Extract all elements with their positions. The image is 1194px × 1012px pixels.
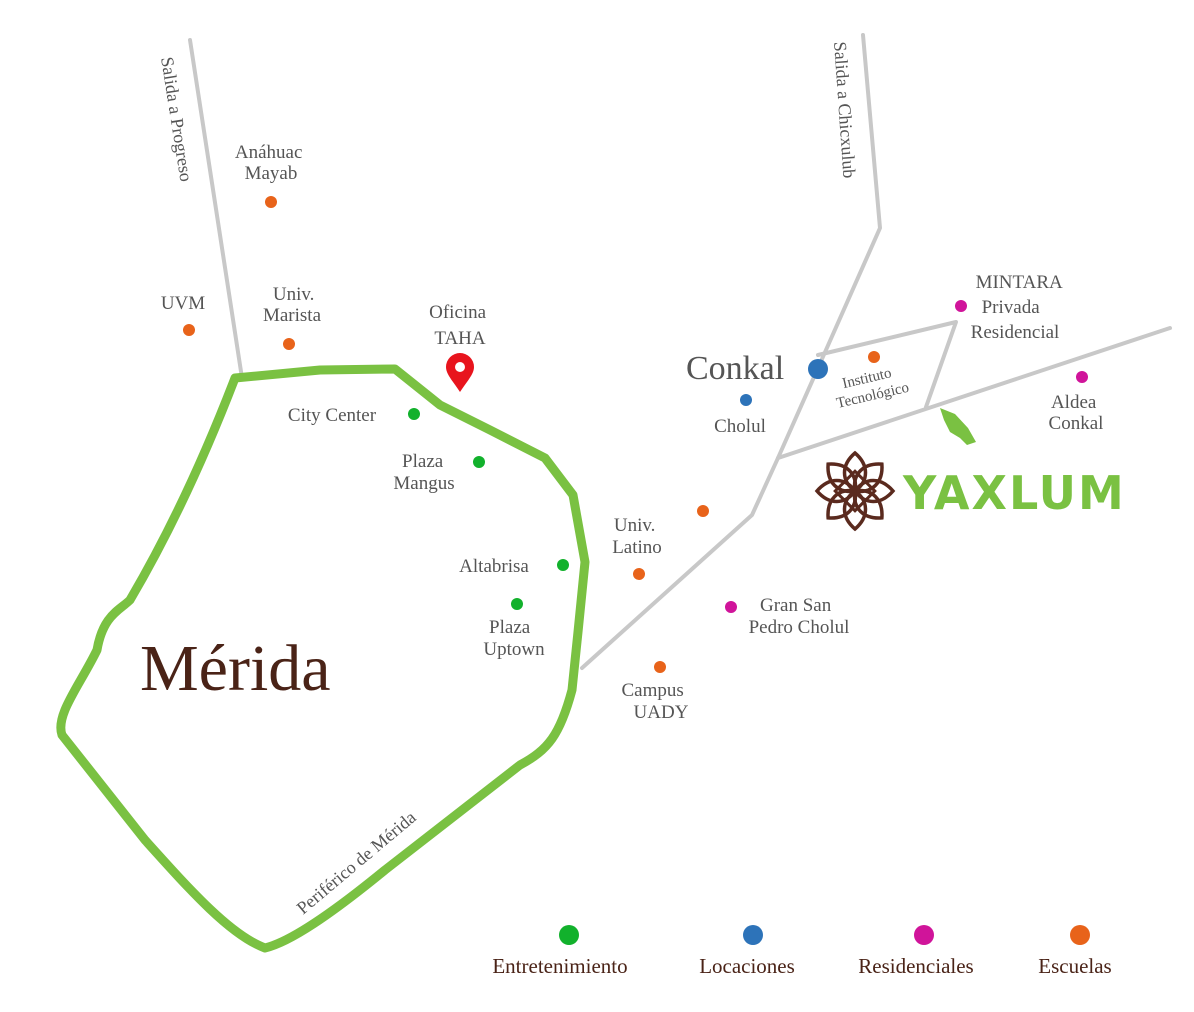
- dot-marista[interactable]: [283, 338, 295, 350]
- map-pin-hole: [455, 362, 465, 372]
- dot-uady[interactable]: [654, 661, 666, 673]
- legend-label: Residenciales: [858, 954, 973, 978]
- dot-anahuac[interactable]: [265, 196, 277, 208]
- label-uvm: UVM: [161, 293, 205, 314]
- legend-dot-locaciones: [743, 925, 763, 945]
- legend: Entretenimiento Locaciones Residenciales…: [492, 925, 1112, 978]
- legend-dot-entretenimiento: [559, 925, 579, 945]
- city-name: Mérida: [140, 632, 331, 705]
- brand-name: YAXLUM: [902, 466, 1126, 520]
- office-marker[interactable]: [446, 353, 474, 392]
- label-gran-san-pedro: Gran San Pedro Cholul: [749, 595, 850, 638]
- legend-label: Entretenimiento: [492, 954, 627, 978]
- town-name: Conkal: [686, 350, 784, 387]
- dot-altabrisa[interactable]: [557, 559, 569, 571]
- road-progreso: [188, 38, 244, 380]
- label-marista: Univ. Marista: [263, 284, 322, 326]
- label-anahuac: Anáhuac Mayab: [235, 142, 307, 184]
- legend-item-locaciones: Locaciones: [699, 925, 795, 978]
- dot-instituto[interactable]: [868, 351, 880, 363]
- legend-item-residenciales: Residenciales: [858, 925, 974, 978]
- periferico-ring: [56, 364, 590, 953]
- dot-latino[interactable]: [633, 568, 645, 580]
- legend-label: Locaciones: [699, 954, 795, 978]
- legend-dot-residenciales: [914, 925, 934, 945]
- roads: [188, 33, 1172, 670]
- label-mangus: Plaza Mangus: [393, 451, 454, 494]
- road-label-chicxulub: Salida a Chicxulub: [830, 41, 860, 179]
- legend-item-escuelas: Escuelas: [1038, 925, 1112, 978]
- dot-cholul[interactable]: [740, 394, 752, 406]
- dot-gran-san-pedro[interactable]: [725, 601, 737, 613]
- property-parcel[interactable]: [940, 408, 976, 445]
- dot-uptown[interactable]: [511, 598, 523, 610]
- label-uady: Campus UADY: [621, 680, 688, 723]
- dot-city-center[interactable]: [408, 408, 420, 420]
- label-altabrisa: Altabrisa: [459, 556, 529, 577]
- dot-latino-a[interactable]: [697, 505, 709, 517]
- label-mintara: MINTARA Privada Residencial: [971, 272, 1067, 343]
- label-city-center: City Center: [288, 405, 377, 426]
- office-label: Oficina TAHA: [429, 302, 491, 349]
- road-label-progreso: Salida a Progreso: [157, 55, 196, 183]
- dot-conkal[interactable]: [808, 359, 828, 379]
- label-aldea: Aldea Conkal: [1049, 392, 1104, 434]
- road-conkal-loop: [816, 320, 958, 409]
- label-uptown: Plaza Uptown: [483, 617, 545, 660]
- dot-mangus[interactable]: [473, 456, 485, 468]
- road-east: [776, 326, 1172, 460]
- label-cholul: Cholul: [714, 416, 766, 437]
- map-pin-icon: [446, 353, 474, 392]
- legend-item-entretenimiento: Entretenimiento: [492, 925, 628, 978]
- legend-dot-escuelas: [1070, 925, 1090, 945]
- dot-mintara[interactable]: [955, 300, 967, 312]
- legend-label: Escuelas: [1038, 954, 1111, 978]
- dot-aldea[interactable]: [1076, 371, 1088, 383]
- road-chicxulub: [580, 33, 882, 670]
- place-dots: [183, 196, 1088, 673]
- label-latino: Univ. Latino: [612, 515, 662, 558]
- label-instituto: Instituto Tecnológico: [831, 362, 911, 412]
- lotus-logo-icon: [814, 450, 896, 532]
- dot-uvm[interactable]: [183, 324, 195, 336]
